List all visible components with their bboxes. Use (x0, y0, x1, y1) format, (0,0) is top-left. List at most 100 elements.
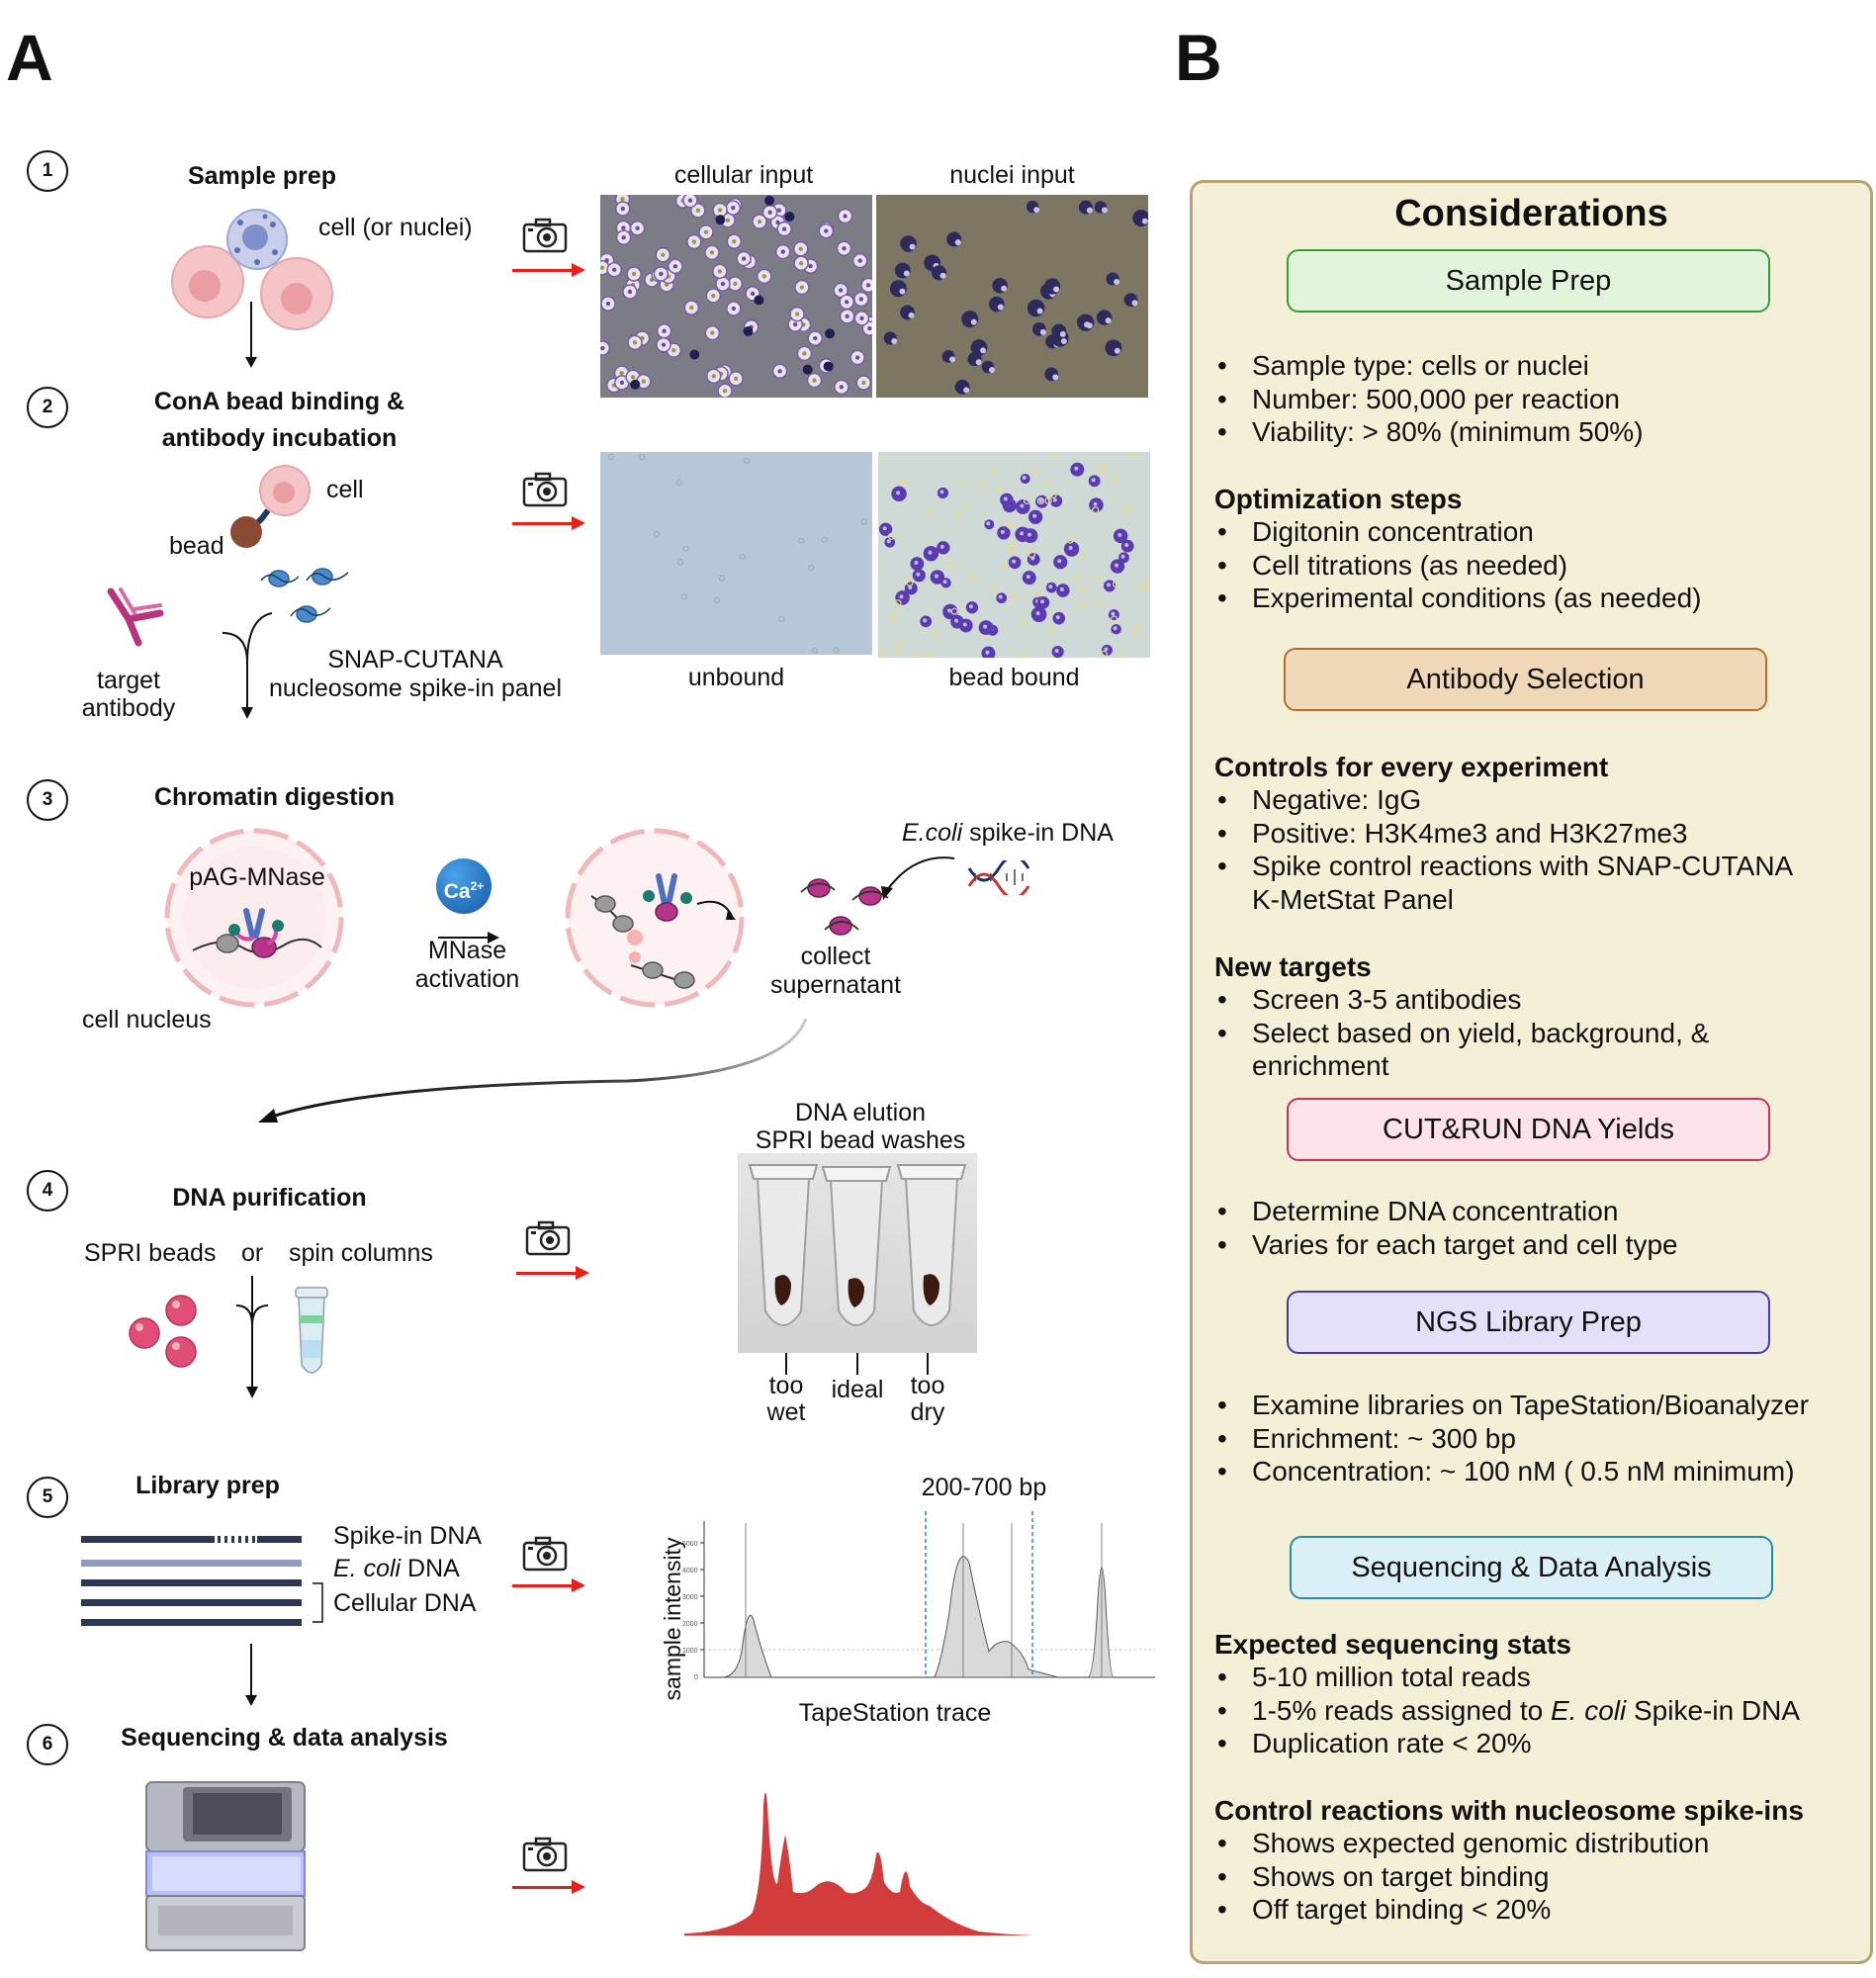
microscopy-cell (1020, 531, 1025, 536)
microscopy-cell (923, 618, 928, 623)
microscopy-cell (1020, 618, 1027, 626)
microscopy-cell (1096, 467, 1104, 475)
microscopy-cell (612, 267, 617, 272)
microscopy-cell (620, 197, 625, 202)
microscopy-cell (903, 270, 910, 277)
microscopy-cell (680, 593, 687, 600)
microscopy-cell (1057, 559, 1062, 564)
microscopy-cell (860, 518, 867, 525)
step-3-title: Chromatin digestion (153, 783, 396, 811)
red-arrow-4 (516, 1266, 589, 1280)
microscopy-cell (900, 235, 917, 252)
microscopy-cell (776, 208, 781, 213)
expected-stats-list: 5-10 million total reads 1-5% reads assi… (1193, 1661, 1800, 1760)
microscopy-cell (1036, 496, 1044, 505)
microscopy-cell (757, 219, 762, 225)
dna-helix-icon (967, 860, 1030, 895)
microscopy-cell (1022, 476, 1027, 481)
microscopy-cell (1046, 625, 1054, 633)
microscopy-cell (798, 246, 803, 251)
microscopy-cell (934, 574, 938, 579)
microscopy-cell (1027, 299, 1045, 317)
microscopy-cell (970, 318, 977, 325)
microscopy-cell (939, 490, 944, 494)
microscopy-cell (998, 594, 1003, 599)
microscopy-cell (1032, 590, 1040, 598)
list-item: 1-5% reads assigned to E. coli Spike-in … (1193, 1694, 1800, 1728)
microscopy-cell (859, 315, 864, 321)
microscopy-cell (1001, 562, 1009, 570)
microscopy-cell (968, 604, 973, 609)
microscopy-cell (961, 311, 979, 328)
microscopy-cell (1140, 583, 1149, 590)
microscopy-cell (635, 225, 640, 230)
microscopy-cell (954, 510, 963, 518)
microscopy-cell (1054, 649, 1059, 654)
microscopy-cell (1012, 559, 1017, 564)
microscopy-cell (654, 530, 661, 537)
microscopy-cell (845, 314, 849, 319)
microscopy-cell (691, 239, 697, 244)
microscopy-cell (761, 274, 767, 279)
released-nucleosomes (800, 878, 889, 936)
microscopy-cell (813, 335, 818, 341)
too-dry-line1: too (910, 1372, 945, 1399)
microscopy-cell (733, 376, 739, 382)
microscopy-cell (630, 379, 641, 390)
list-item: Duplication rate < 20% (1193, 1727, 1800, 1760)
nucleus-illustration-right (565, 828, 745, 1008)
microscopy-cell (1100, 650, 1108, 658)
microscopy-cell (1141, 218, 1148, 225)
microscopy-cell (808, 263, 813, 269)
microscopy-cell (983, 624, 988, 629)
microscopy-cell (812, 378, 817, 383)
microscopy-cell (886, 539, 891, 544)
microscopy-cell (899, 594, 904, 599)
microscopy-cell (942, 580, 947, 584)
sample-prep-list: Sample type: cells or nuclei Number: 500… (1193, 349, 1644, 449)
microscopy-cell (894, 599, 902, 607)
microscopy-cell (1052, 497, 1057, 502)
microscopy-cell (798, 537, 805, 544)
microscopy-cell (1000, 529, 1005, 534)
microscopy-cell (980, 347, 987, 354)
microscopy-cell (1036, 308, 1043, 315)
microscopy-cell (823, 361, 834, 372)
microscopy-cell (641, 379, 647, 384)
tubes-photo (738, 1153, 977, 1353)
microscopy-cell (1092, 506, 1100, 514)
microscopy-cell (961, 501, 969, 509)
spin-columns-label: spin columns (289, 1239, 433, 1267)
list-item: Viability: > 80% (minimum 50%) (1193, 415, 1644, 449)
library-dna-strands (81, 1536, 323, 1626)
microscopy-cell (714, 596, 721, 603)
sequencing-peaks-graphic (684, 1792, 1046, 1935)
microscopy-cell (861, 380, 866, 386)
microscopy-cell (882, 526, 887, 531)
ecoli-arrow (881, 856, 955, 900)
microscopy-cell (627, 289, 633, 295)
list-item-continuation: K-MetStat Panel (1252, 883, 1454, 915)
sequencer-icon (145, 1781, 306, 1951)
control-reactions-list: Shows expected genomic distribution Show… (1193, 1827, 1709, 1927)
list-item: Positive: H3K4me3 and H3K27me3 (1193, 817, 1793, 851)
microscopy-cell (739, 553, 746, 560)
microscopy-cell (754, 295, 764, 306)
ideal-label: ideal (831, 1376, 884, 1403)
microscopy-cell (1019, 651, 1027, 658)
microscopy-cell (661, 342, 667, 347)
activation-arrow (438, 932, 499, 944)
controls-heading: Controls for every experiment (1214, 752, 1609, 782)
microscopy-cell (1084, 321, 1091, 328)
microscopy-cell (1049, 491, 1057, 498)
step-2-number: 2 (27, 387, 68, 428)
microscopy-cell (1060, 338, 1067, 345)
microscopy-cell (950, 607, 958, 615)
microscopy-cell (731, 306, 737, 312)
sample-prep-pill: Sample Prep (1287, 249, 1770, 313)
microscopy-cell (930, 629, 938, 637)
microscopy-cell (906, 579, 914, 586)
merge-arrow-2 (222, 612, 273, 719)
microscopy-cell (1115, 563, 1119, 568)
microscopy-cell (939, 272, 946, 279)
